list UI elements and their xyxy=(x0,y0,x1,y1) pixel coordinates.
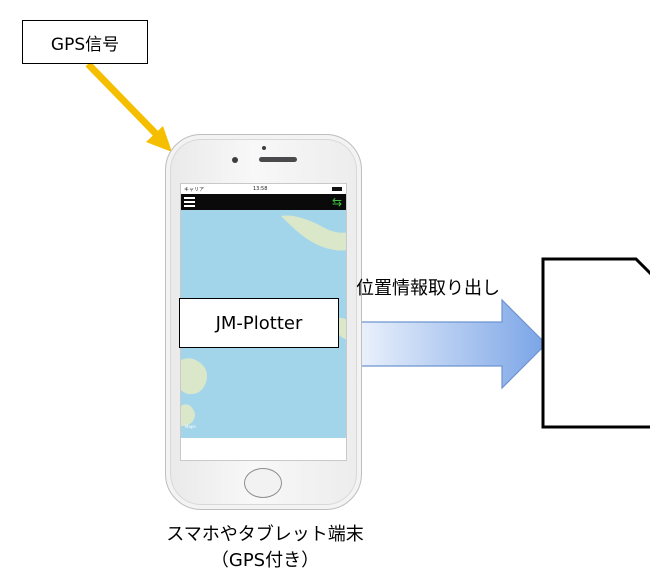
app-name-label: JM-Plotter xyxy=(179,298,339,348)
phone-camera xyxy=(232,157,238,163)
menu-icon[interactable] xyxy=(184,197,195,207)
swap-icon[interactable]: ⇆ xyxy=(331,195,342,209)
status-bar: キャリア 13:58 xyxy=(181,184,346,194)
phone-sensor xyxy=(262,146,266,150)
gps-signal-arrow xyxy=(85,61,172,152)
extraction-label: 位置情報取り出し xyxy=(356,278,500,299)
home-button[interactable] xyxy=(244,468,282,498)
map-land-shapes xyxy=(181,215,346,426)
device-caption-line2: （GPS付き） xyxy=(210,550,320,571)
device-caption: スマホやタブレット端末 （GPS付き） xyxy=(120,522,410,574)
data-extraction-arrow xyxy=(347,298,547,390)
battery-icon xyxy=(332,187,342,191)
carrier-label: キャリア xyxy=(184,187,205,193)
gps-signal-label: GPS信号 xyxy=(22,20,148,64)
map-credit: Maps xyxy=(185,424,196,429)
output-document-shape xyxy=(541,257,650,429)
device-caption-line1: スマホやタブレット端末 xyxy=(166,524,364,545)
app-nav-bar: ⇆ xyxy=(181,194,346,210)
screen-bottom-bar xyxy=(181,438,346,460)
status-time: 13:58 xyxy=(253,186,268,192)
phone-speaker xyxy=(259,157,297,162)
